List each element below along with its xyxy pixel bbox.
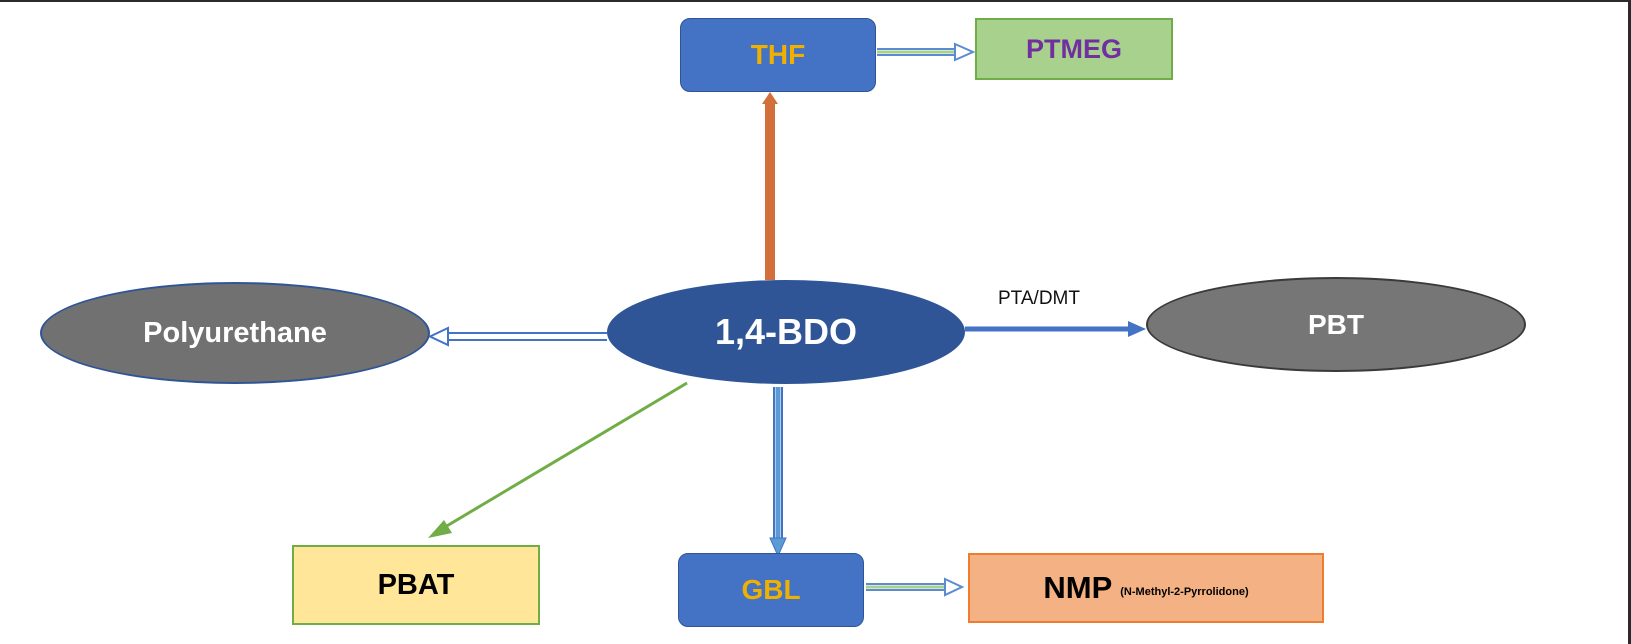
right-border [1628, 0, 1631, 644]
node-polyurethane: Polyurethane [40, 282, 430, 384]
node-pbat-label: PBAT [377, 568, 455, 601]
arrow-bdo-to-pbat [428, 381, 688, 538]
arrow-bdo-to-gbl [769, 387, 787, 558]
edge-label-pta-dmt: PTA/DMT [998, 288, 1080, 309]
node-pbt-label: PBT [1308, 308, 1364, 340]
node-gbl: GBL [678, 553, 864, 627]
arrow-bdo-to-polyurethane [427, 326, 607, 347]
node-gbl-label: GBL [741, 574, 801, 605]
node-pbt: PBT [1146, 277, 1526, 372]
node-thf-label: THF [750, 39, 806, 70]
node-ptmeg-label: PTMEG [1025, 33, 1122, 64]
top-border [0, 0, 1631, 2]
node-ptmeg: PTMEG [975, 18, 1173, 80]
node-center-bdo: 1,4-BDO [607, 280, 965, 384]
node-thf: THF [680, 18, 876, 92]
arrow-bdo-to-thf [762, 92, 778, 280]
node-center-label: 1,4-BDO [714, 311, 858, 352]
arrow-gbl-to-nmp [866, 577, 965, 597]
node-polyurethane-label: Polyurethane [143, 316, 327, 349]
node-nmp-fullname: (N-Methyl-2-Pyrrolidone) [1120, 586, 1249, 598]
arrow-bdo-to-pbt [965, 321, 1146, 337]
node-nmp: NMP (N-Methyl-2-Pyrrolidone) [968, 553, 1324, 623]
node-pbat: PBAT [292, 545, 540, 625]
arrow-thf-to-ptmeg [877, 42, 976, 62]
node-nmp-label: NMP [1043, 570, 1113, 605]
